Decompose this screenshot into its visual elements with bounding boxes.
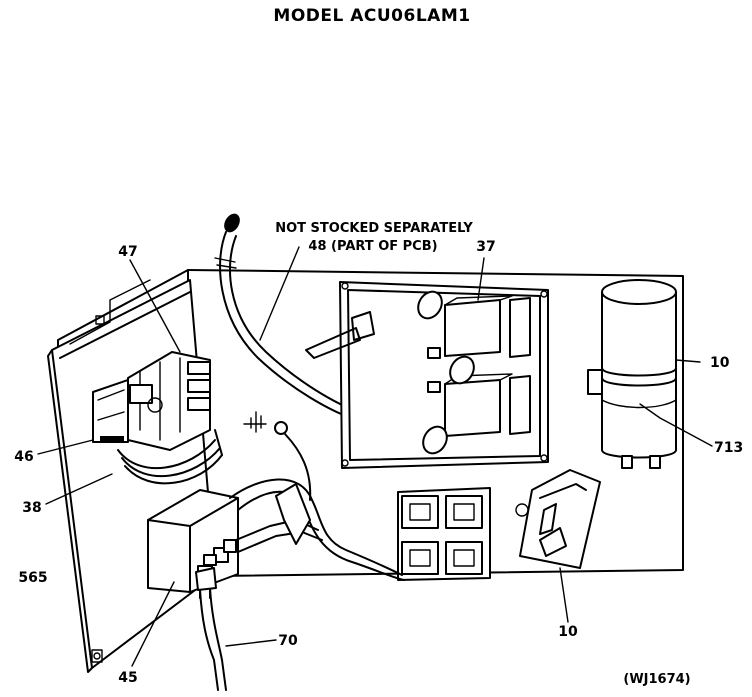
label-565: 565 — [18, 570, 47, 586]
label-45: 45 — [118, 670, 137, 686]
control-box-45 — [147, 489, 239, 593]
label-38: 38 — [22, 500, 41, 516]
terminal-block — [397, 487, 491, 581]
run-capacitor-10 — [587, 279, 677, 469]
label-70: 70 — [278, 633, 298, 649]
drawing-code: (WJ1674) — [623, 672, 690, 687]
label-46: 46 — [14, 449, 33, 465]
label-713: 713 — [714, 440, 743, 456]
ground-screw — [243, 411, 312, 501]
pcb-board-37 — [305, 281, 549, 469]
note-not-stocked: NOT STOCKED SEPARATELY — [275, 221, 473, 236]
switch-wires-38 — [117, 429, 223, 485]
label-10-relay: 10 — [558, 624, 578, 640]
diagram-title: MODEL ACU06LAM1 — [273, 6, 470, 26]
leader-lines — [37, 246, 713, 667]
switch-assembly-47 — [92, 351, 211, 451]
label-47: 47 — [118, 244, 137, 260]
note-part-of-pcb: 48 (PART OF PCB) — [308, 239, 437, 254]
side-panel-565 — [47, 279, 216, 673]
wire-harness — [195, 478, 405, 691]
label-37: 37 — [476, 239, 495, 255]
label-10-capacitor: 10 — [710, 355, 730, 371]
relay-10 — [515, 469, 601, 569]
